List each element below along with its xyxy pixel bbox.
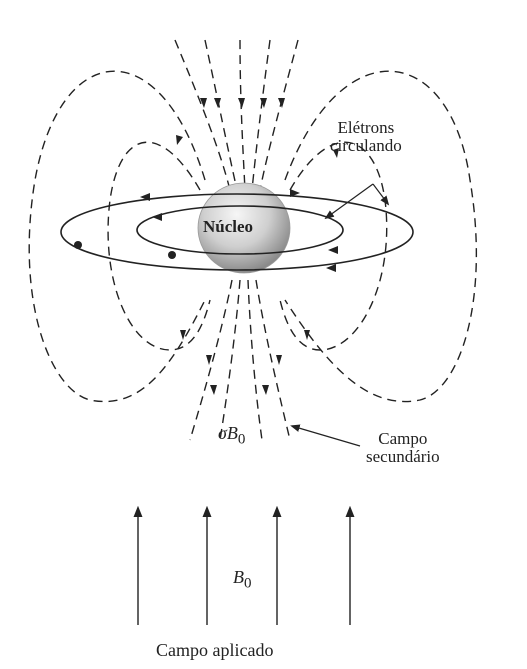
b-subscript: 0 bbox=[244, 575, 252, 592]
orbit-arrow bbox=[290, 189, 300, 197]
field-line-through-8 bbox=[247, 279, 263, 441]
electrons-leader-2 bbox=[372, 183, 390, 206]
secondary-field-label: Campo secundário bbox=[366, 430, 440, 466]
arrowhead bbox=[176, 135, 183, 145]
field-line-through-2 bbox=[204, 39, 238, 191]
electron-orbit-outer bbox=[60, 193, 414, 271]
b-symbol: B bbox=[226, 423, 238, 443]
field-line-through-6 bbox=[189, 279, 233, 441]
electrons-leader-1 bbox=[324, 183, 374, 220]
arrowhead bbox=[276, 355, 282, 365]
secondary-field-label-line2: secundário bbox=[366, 446, 440, 466]
orbit-arrow bbox=[152, 213, 162, 221]
electron-orbit-inner bbox=[136, 205, 344, 255]
arrowhead bbox=[262, 385, 269, 395]
orbit-arrow bbox=[328, 246, 338, 254]
arrowhead bbox=[260, 98, 267, 108]
field-loop-right-inner bbox=[279, 141, 388, 351]
orbit-arrow bbox=[326, 264, 336, 272]
arrowhead bbox=[278, 98, 285, 108]
field-line-through-9 bbox=[255, 279, 291, 441]
electron-dot bbox=[168, 251, 176, 259]
arrowhead bbox=[333, 148, 339, 158]
nucleus-sphere bbox=[197, 182, 291, 274]
electrons-label-line1: Elétrons bbox=[337, 118, 395, 137]
arrowhead bbox=[180, 330, 186, 340]
field-line-through-1 bbox=[174, 39, 231, 191]
field-line-through-4 bbox=[251, 39, 271, 191]
secondary-field-label-line1: Campo bbox=[378, 429, 428, 448]
field-loop-right-outer bbox=[284, 70, 478, 403]
sigma-symbol: σ bbox=[218, 423, 227, 443]
electrons-label-line2: circulando bbox=[330, 135, 402, 155]
orbit-arrow bbox=[140, 193, 150, 201]
b-subscript: 0 bbox=[237, 431, 246, 448]
arrowhead bbox=[304, 330, 310, 340]
secondary-field-leader bbox=[290, 424, 361, 447]
b-symbol: B bbox=[233, 567, 244, 587]
arrowhead bbox=[200, 98, 207, 108]
arrowhead bbox=[214, 98, 221, 108]
sigma-b0-label: σB0 bbox=[218, 424, 245, 448]
arrowhead bbox=[210, 385, 217, 395]
field-line-through-7 bbox=[219, 279, 241, 441]
field-loop-left-outer bbox=[28, 70, 206, 403]
nucleus-label: Núcleo bbox=[203, 217, 254, 236]
b0-label: B0 bbox=[233, 568, 252, 592]
applied-field-label: Campo aplicado bbox=[156, 640, 274, 660]
arrowhead bbox=[206, 355, 212, 365]
field-loop-left-inner bbox=[107, 141, 211, 351]
electrons-label: Elétrons circulando bbox=[330, 119, 402, 155]
field-line-through-3 bbox=[239, 39, 246, 191]
electron-dot bbox=[74, 241, 82, 249]
arrowhead bbox=[238, 98, 245, 108]
field-line-through-5 bbox=[259, 39, 299, 191]
